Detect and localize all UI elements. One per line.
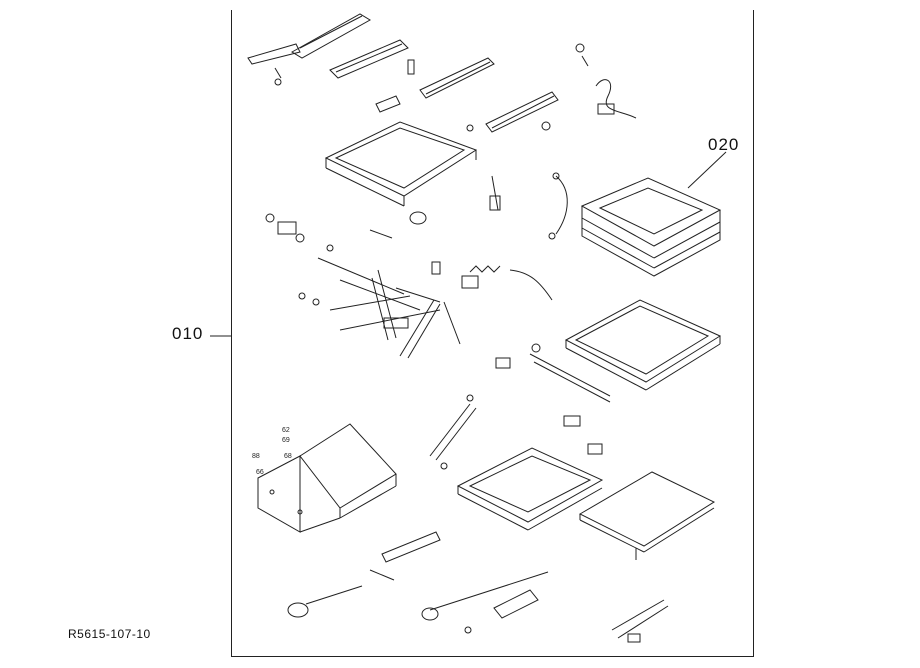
- leader-020: [687, 151, 727, 189]
- part-label-66: 66: [256, 469, 264, 476]
- seat-pan-upper: [324, 121, 478, 207]
- bracket-set-mid: [265, 175, 501, 275]
- seat-switch-harness: [575, 43, 637, 119]
- slide-rail-upper-left: [247, 13, 371, 86]
- callout-020-label: 020: [708, 135, 740, 154]
- seat-cushion: [580, 177, 722, 277]
- seat-base-plate: [564, 299, 722, 391]
- ground-cable: [548, 172, 568, 240]
- scissor-linkage: [298, 244, 461, 359]
- bottom-slider-assembly: [369, 531, 549, 634]
- part-label-69: 69: [282, 437, 290, 444]
- part-label-68: 68: [284, 453, 292, 460]
- lever-assembly: [611, 599, 669, 643]
- gas-damper: [429, 394, 477, 470]
- adjustment-knob: [287, 585, 363, 618]
- bottom-cover-plate: [578, 471, 716, 560]
- suspension-spring: [461, 265, 553, 301]
- lower-housing-box: [257, 423, 397, 533]
- slide-rail-upper-mid: [329, 39, 415, 79]
- guide-rail-lower: [495, 343, 611, 403]
- slide-rail-upper-right: [375, 57, 495, 113]
- part-label-88: 88: [252, 453, 260, 460]
- part-label-62: 62: [282, 427, 290, 434]
- figure-id-label: R5615-107-10: [68, 627, 151, 641]
- slide-rail-front: [466, 91, 559, 133]
- callout-010-label: 010: [172, 324, 204, 343]
- assembly-frame-bracket: [231, 10, 754, 657]
- lower-base-frame: [456, 415, 604, 531]
